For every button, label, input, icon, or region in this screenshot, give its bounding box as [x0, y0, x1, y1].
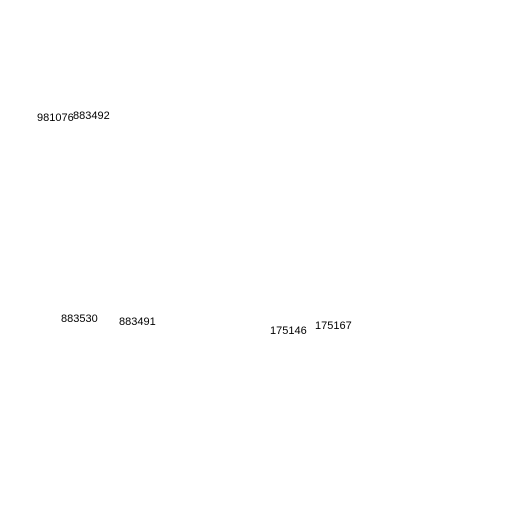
label-981076: 981076: [37, 112, 74, 124]
label-175167: 175167: [315, 320, 352, 332]
label-883492: 883492: [73, 110, 110, 122]
label-883491: 883491: [119, 316, 156, 328]
label-175146: 175146: [270, 325, 307, 337]
label-883530: 883530: [61, 313, 98, 325]
